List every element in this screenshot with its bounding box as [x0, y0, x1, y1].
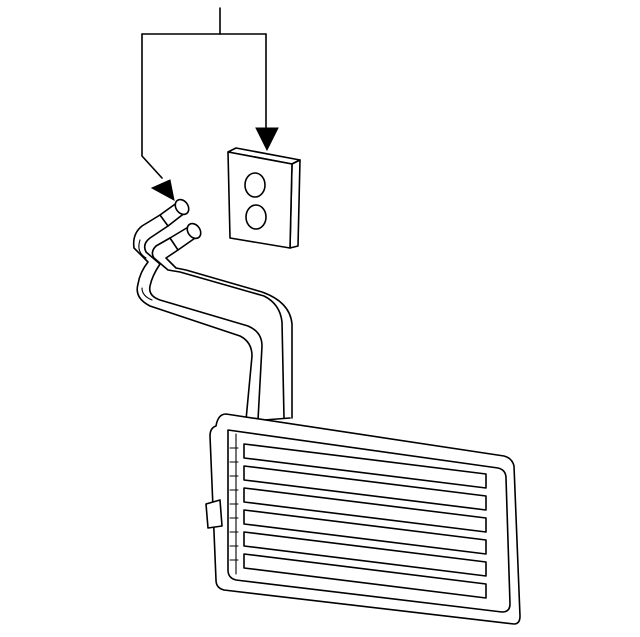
core-fins [243, 443, 487, 599]
tank-ticks [229, 447, 239, 561]
arrow-to-tube [150, 179, 175, 201]
inlet-outlet-tubes [132, 198, 293, 421]
heater-core [205, 413, 521, 625]
callout-leader [141, 7, 267, 179]
arrow-to-seal [255, 127, 279, 152]
gasket-seal [227, 147, 301, 249]
